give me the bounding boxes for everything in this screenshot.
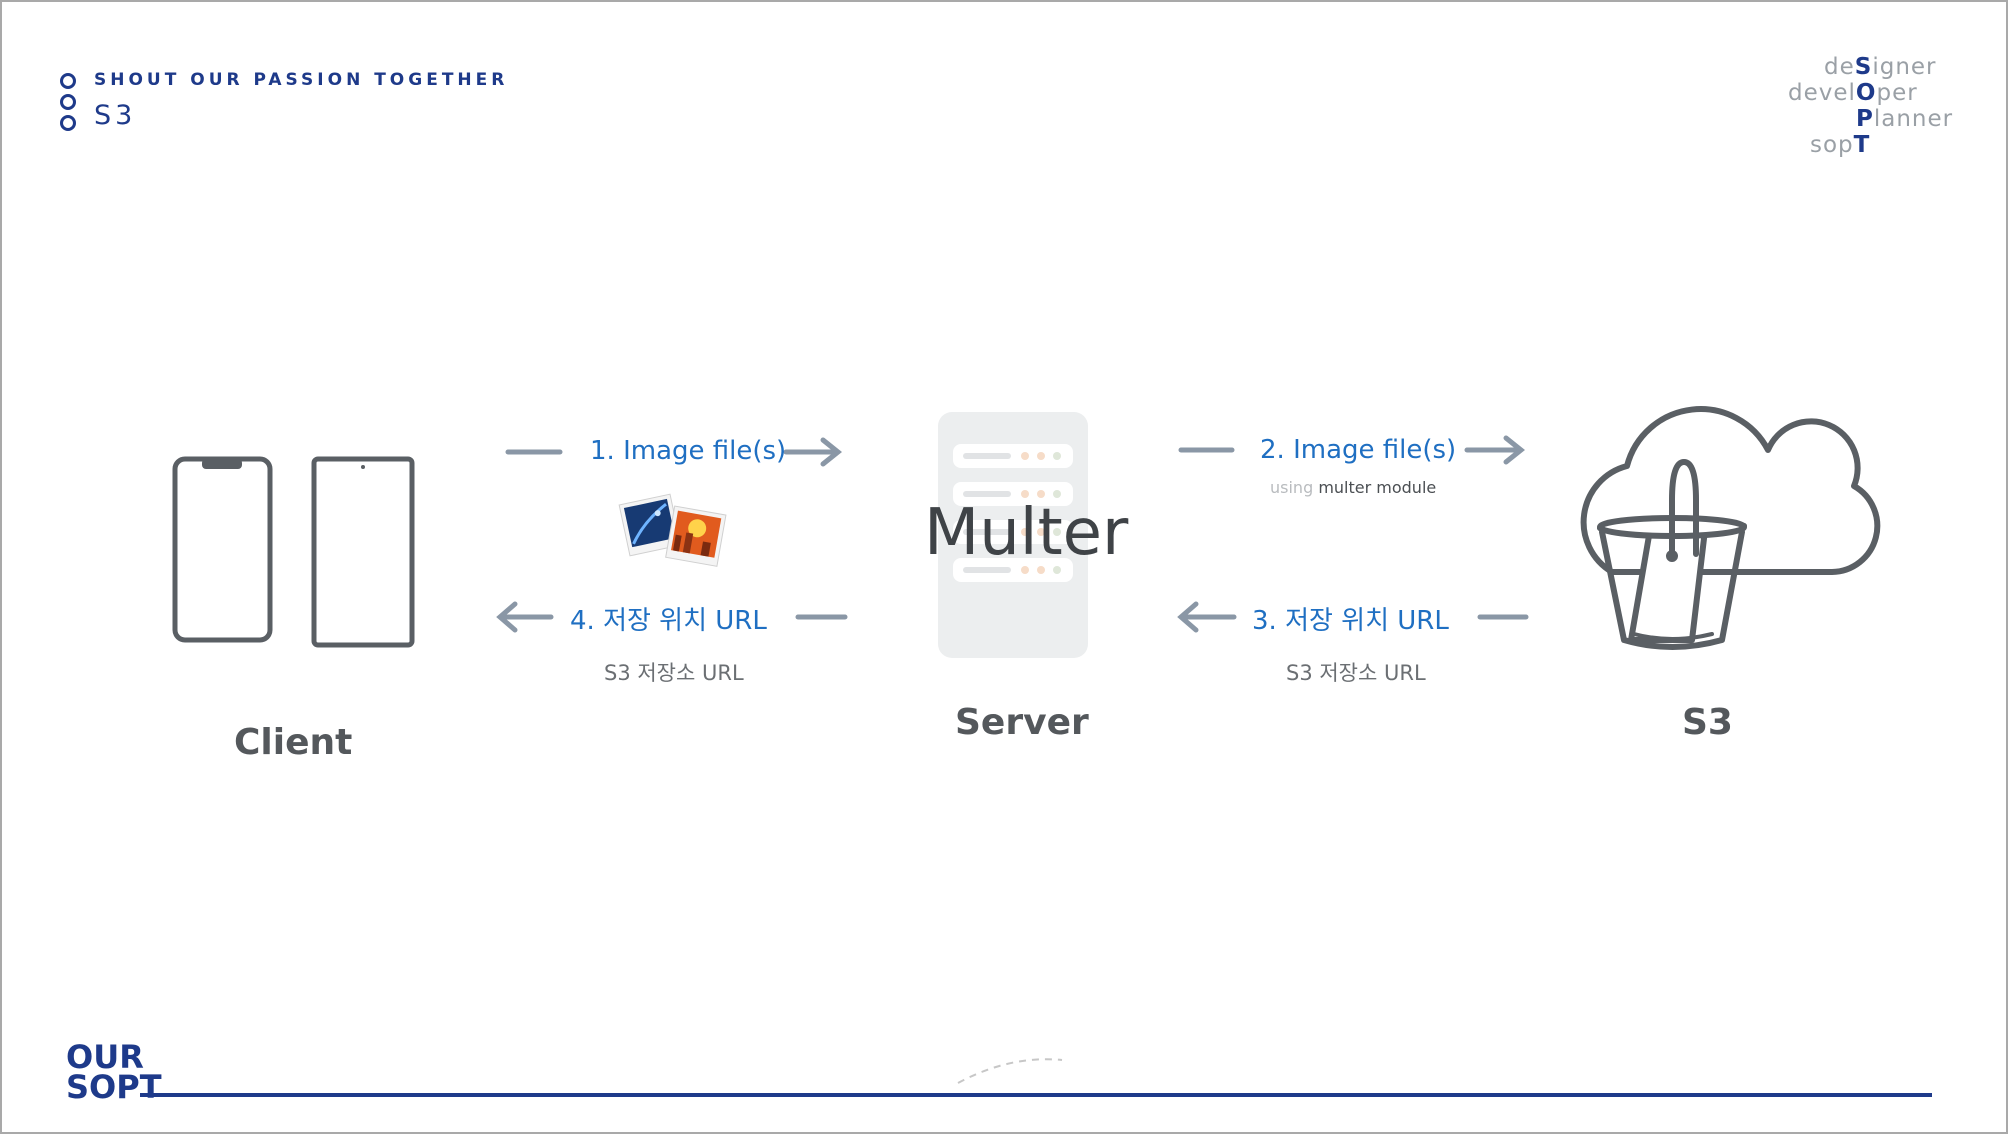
step3-sublabel: S3 저장소 URL: [1286, 661, 1426, 685]
step3-label: 3. 저장 위치 URL: [1252, 606, 1449, 636]
server-label: Server: [955, 702, 1089, 743]
client-label: Client: [234, 722, 353, 763]
decorative-arc: [957, 1058, 1063, 1084]
brand-tag-line-sopt: sopT: [1810, 132, 1871, 158]
tablet-icon: [311, 456, 415, 648]
footer-baseline: [140, 1093, 1932, 1097]
logo-line-our: OUR: [66, 1038, 144, 1076]
brand-tag-line-developer: develOper: [1788, 80, 1918, 106]
logo-line-sopt: SOPT: [66, 1068, 162, 1106]
bullet-dot-icon: [60, 94, 76, 110]
cloud-bucket-icon: [1580, 406, 1881, 650]
step4-sublabel: S3 저장소 URL: [604, 661, 744, 685]
image-files-icon: [618, 493, 727, 567]
step4-label: 4. 저장 위치 URL: [570, 606, 767, 636]
arrow-step2-head: [1503, 435, 1526, 465]
step2-label: 2. Image file(s): [1260, 435, 1457, 465]
brand-tag-line-designer: deSigner: [1824, 54, 1937, 80]
section-title: S3: [94, 100, 137, 131]
slogan: SHOUT OUR PASSION TOGETHER: [94, 70, 509, 90]
arrow-step1-head: [820, 437, 843, 467]
bullet-dot-icon: [60, 73, 76, 89]
s3-label: S3: [1682, 702, 1733, 743]
bullet-dot-icon: [60, 115, 76, 131]
brand-tag-line-planner: Planner: [1856, 106, 1954, 132]
step1-label: 1. Image file(s): [590, 436, 787, 466]
server-rack-icon: [938, 412, 1088, 658]
multer-label: Multer: [924, 496, 1129, 570]
arrow-group: [496, 435, 1529, 633]
step2-note: using multer module: [1270, 478, 1437, 497]
smartphone-icon: [172, 456, 273, 643]
